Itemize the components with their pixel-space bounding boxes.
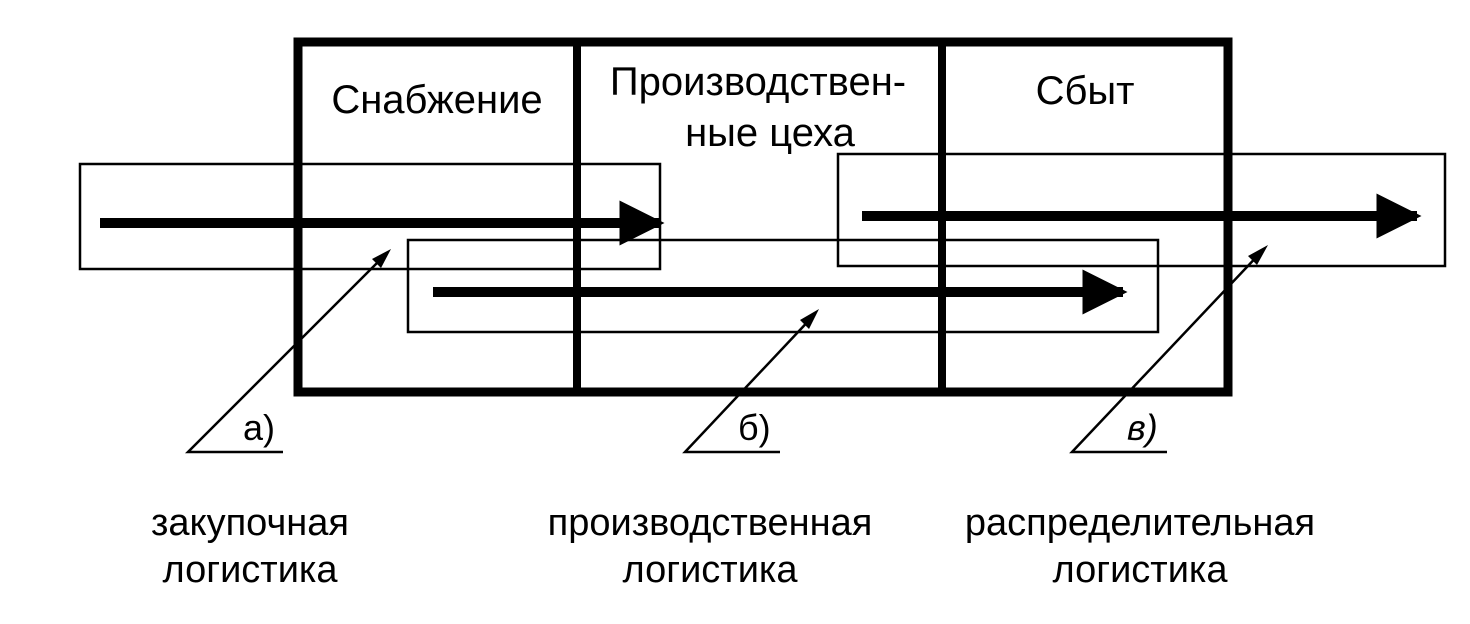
callout-b-pointer	[682, 313, 816, 454]
distribution-flow-box	[836, 152, 1447, 268]
production-logistics-label-line2: логистика	[622, 549, 798, 591]
callout-c-pointer-tip	[1248, 245, 1268, 265]
department-supply-label: Снабжение	[331, 78, 542, 122]
callout-c-letter: в)	[1127, 407, 1158, 448]
distribution-logistics-label-line2: логистика	[1052, 549, 1228, 591]
production-logistics-label-line1: производственная	[548, 502, 873, 544]
procurement-logistics-label-line2: логистика	[162, 549, 338, 591]
callout-c-pointer	[1069, 249, 1264, 454]
procurement-logistics-label-line1: закупочная	[151, 502, 349, 544]
department-production-label-line2: ные цеха	[685, 111, 856, 155]
distribution-logistics-label-line1: распределительная	[965, 502, 1315, 544]
department-production-label-line1: Производствен-	[610, 60, 906, 104]
department-sales-label: Сбыт	[1036, 69, 1135, 113]
callout-b-pointer-tip	[800, 309, 819, 329]
callout-a-pointer-tip	[372, 249, 391, 268]
production-flow-box	[406, 238, 1160, 334]
callout-a-letter: а)	[243, 407, 275, 448]
callout-b-letter: б)	[738, 407, 771, 448]
callout-a-pointer	[184, 252, 388, 454]
